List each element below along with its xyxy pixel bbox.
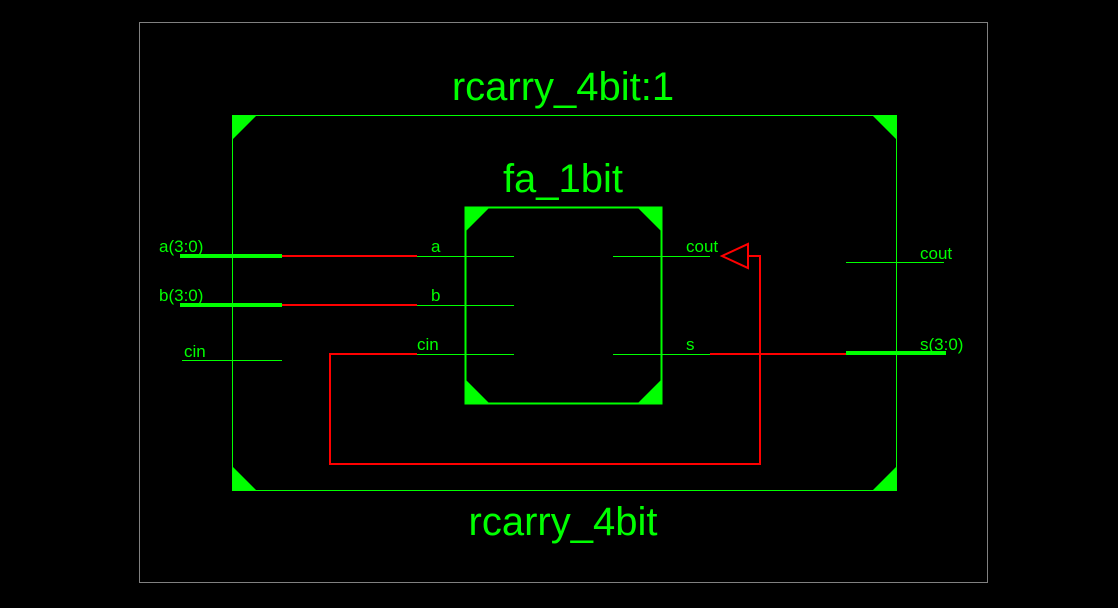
outer-port-label-cout: cout xyxy=(920,244,952,263)
outer-port-label-a: a(3:0) xyxy=(159,237,203,256)
outer-block-corner-tr xyxy=(872,115,897,140)
inner-port-label-b: b xyxy=(431,286,440,305)
inner-block-corner-br xyxy=(637,379,662,404)
net-carry-feedback[interactable] xyxy=(329,255,761,465)
inner-port-label-a: a xyxy=(431,237,441,256)
outer-port-label-s: s(3:0) xyxy=(920,335,963,354)
carry-buffer-triangle[interactable] xyxy=(719,242,749,270)
inner-port-label-cin: cin xyxy=(417,335,439,354)
inner-port-label-s: s xyxy=(686,335,695,354)
outer-block-corner-tl xyxy=(232,115,257,140)
inner-block-corner-bl xyxy=(465,379,490,404)
outer-block-corner-br xyxy=(872,466,897,491)
outer-instance-label[interactable]: rcarry_4bit:1 xyxy=(452,65,674,109)
outer-module-label[interactable]: rcarry_4bit xyxy=(469,500,658,544)
outer-port-label-b: b(3:0) xyxy=(159,286,203,305)
inner-block[interactable] xyxy=(464,206,663,405)
outer-port-label-cin: cin xyxy=(184,342,206,361)
outer-block[interactable] xyxy=(232,115,897,491)
outer-block-corner-bl xyxy=(232,466,257,491)
inner-port-label-cout: cout xyxy=(686,237,718,256)
inner-block-corner-tr xyxy=(637,207,662,232)
inner-block-corner-tl xyxy=(465,207,490,232)
schematic-frame xyxy=(139,22,988,583)
inner-module-label[interactable]: fa_1bit xyxy=(503,157,623,201)
